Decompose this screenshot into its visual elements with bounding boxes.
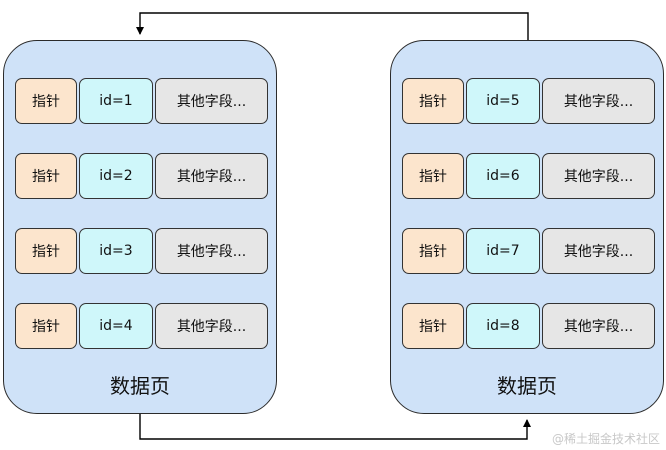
pointer-cell: 指针 [15,228,77,274]
id-cell: id=7 [466,228,540,274]
other-fields-cell: 其他字段... [155,153,268,199]
pointer-cell: 指针 [15,303,77,349]
data-page-left: 指针 id=1 其他字段... 指针 id=2 其他字段... 指针 id=3 … [3,40,277,414]
pointer-cell: 指针 [402,153,464,199]
bottom-link-arrow [139,414,531,440]
other-fields-cell: 其他字段... [155,78,268,124]
top-link-arrow [136,12,529,40]
pointer-cell: 指针 [402,78,464,124]
id-cell: id=2 [79,153,153,199]
other-fields-cell: 其他字段... [155,303,268,349]
pointer-cell: 指针 [15,153,77,199]
other-fields-cell: 其他字段... [542,303,655,349]
page-label: 数据页 [110,374,170,398]
other-fields-cell: 其他字段... [542,153,655,199]
page-label: 数据页 [497,374,557,398]
id-cell: id=8 [466,303,540,349]
pointer-cell: 指针 [402,303,464,349]
watermark: @稀土掘金技术社区 [551,432,660,446]
id-cell: id=1 [79,78,153,124]
data-page-right: 指针 id=5 其他字段... 指针 id=6 其他字段... 指针 id=7 … [390,40,664,414]
pointer-cell: 指针 [15,78,77,124]
id-cell: id=6 [466,153,540,199]
other-fields-cell: 其他字段... [155,228,268,274]
id-cell: id=4 [79,303,153,349]
pointer-cell: 指针 [402,228,464,274]
other-fields-cell: 其他字段... [542,228,655,274]
other-fields-cell: 其他字段... [542,78,655,124]
id-cell: id=3 [79,228,153,274]
id-cell: id=5 [466,78,540,124]
